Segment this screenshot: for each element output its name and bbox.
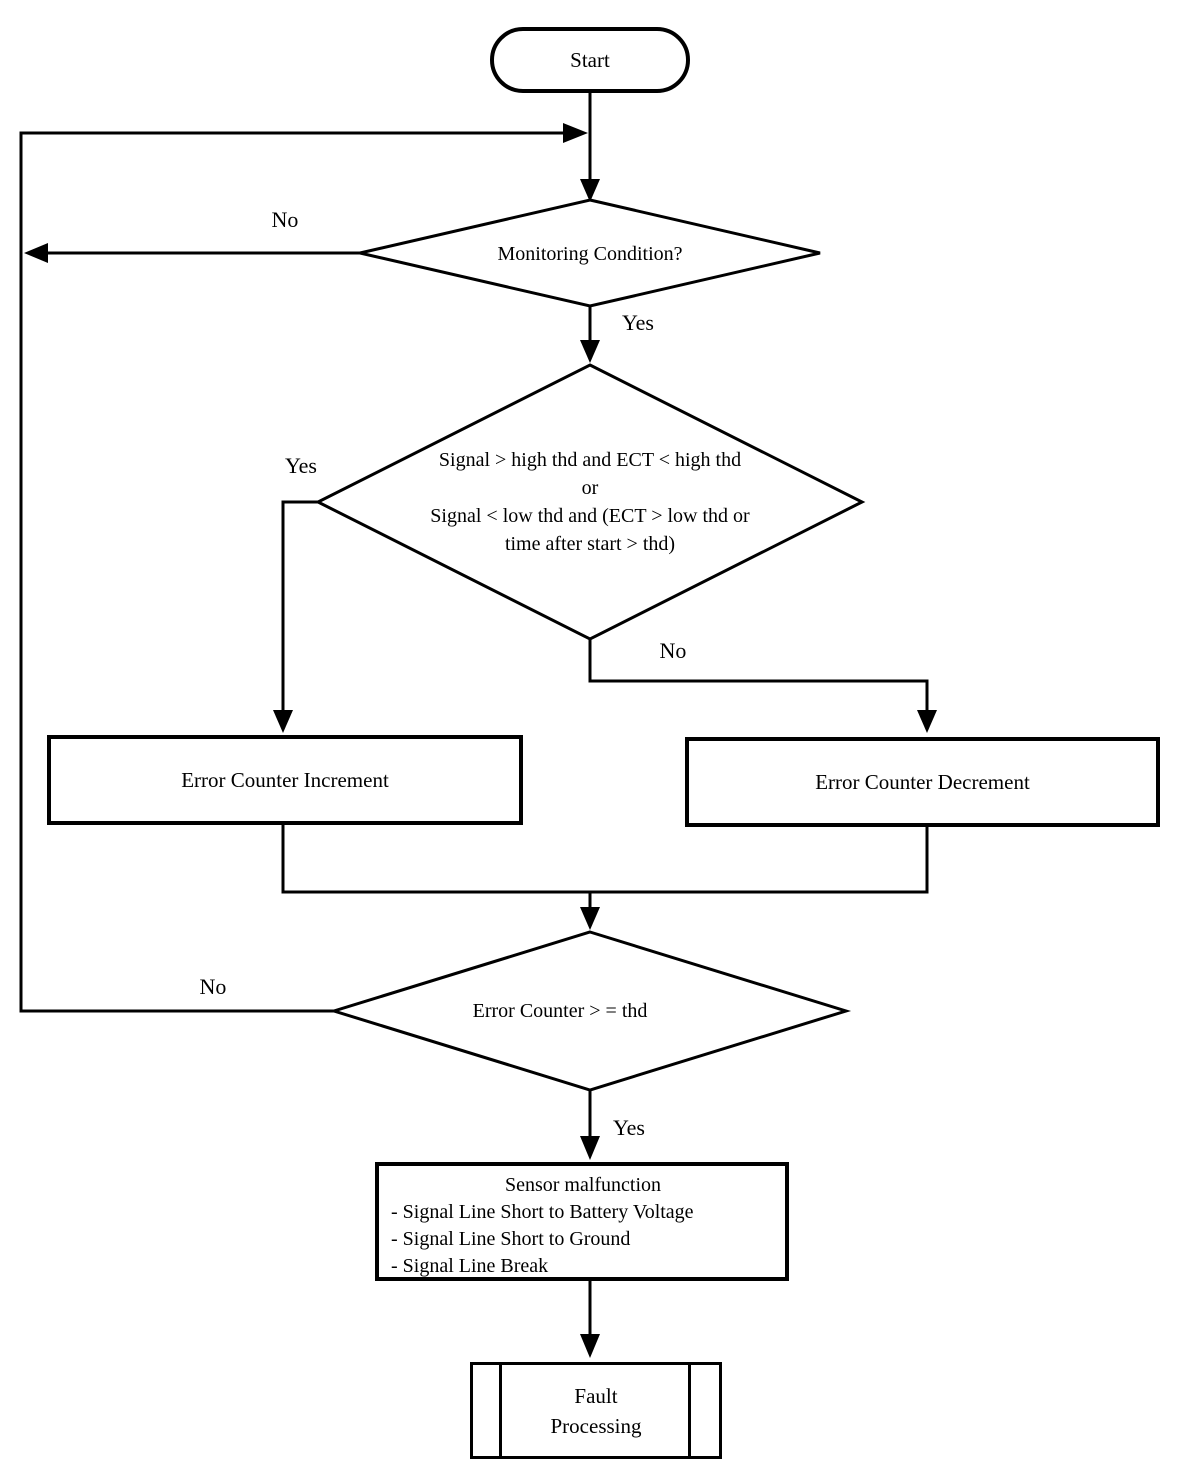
sensor-malfunction-item-2: - Signal Line Short to Ground xyxy=(391,1228,631,1250)
sensor-malfunction-title: Sensor malfunction xyxy=(504,1174,662,1196)
arrowhead-into-counter-check xyxy=(580,907,600,930)
predefined-right-bar xyxy=(688,1365,691,1456)
arrowhead-monitoring-no xyxy=(24,243,48,263)
edge-label-monitoring-no: No xyxy=(271,207,299,232)
fault-processing-node: Fault Processing xyxy=(470,1362,722,1459)
arrowhead-into-decrement xyxy=(917,710,937,733)
arrowhead-into-increment xyxy=(273,710,293,733)
start-label: Start xyxy=(570,47,610,72)
edge-label-signal-no: No xyxy=(659,638,687,663)
start-node: Start xyxy=(490,27,690,93)
error-counter-check-label: Error Counter > = thd xyxy=(472,1000,648,1022)
edge-signal-yes xyxy=(281,500,318,712)
error-counter-decrement-label: Error Counter Decrement xyxy=(815,769,1030,794)
signal-threshold-line-4: time after start > thd) xyxy=(504,533,676,555)
predefined-left-bar xyxy=(499,1365,502,1456)
edge-label-signal-yes: Yes xyxy=(284,453,317,478)
fault-processing-line-1: Fault xyxy=(574,1383,618,1408)
edge-label-counter-yes: Yes xyxy=(612,1115,645,1140)
sensor-malfunction-node: Sensor malfunction - Signal Line Short t… xyxy=(375,1162,789,1281)
error-counter-increment-label: Error Counter Increment xyxy=(181,767,389,792)
signal-threshold-line-2: or xyxy=(581,477,599,499)
decision-signal-threshold xyxy=(314,363,866,641)
edge-signal-no xyxy=(588,639,929,712)
arrowhead-into-sensor xyxy=(580,1136,600,1160)
arrowhead-into-signal-check xyxy=(580,340,600,363)
sensor-malfunction-item-1: - Signal Line Short to Battery Voltage xyxy=(391,1201,694,1223)
error-counter-increment-node: Error Counter Increment xyxy=(47,735,523,825)
sensor-malfunction-item-3: - Signal Line Break xyxy=(391,1255,549,1277)
error-counter-decrement-node: Error Counter Decrement xyxy=(685,737,1160,827)
signal-threshold-line-3: Signal < low thd and (ECT > low thd or xyxy=(430,505,750,527)
signal-threshold-line-1: Signal > high thd and ECT < high thd xyxy=(438,449,742,471)
edge-label-monitoring-yes: Yes xyxy=(621,310,654,335)
arrowhead-into-fault xyxy=(580,1334,600,1358)
edge-merge xyxy=(281,825,929,894)
fault-processing-line-2: Processing xyxy=(550,1413,642,1438)
arrowhead-feedback-into-spine xyxy=(563,123,588,143)
decision-monitoring-condition xyxy=(359,198,821,308)
edge-label-counter-no: No xyxy=(199,974,227,999)
arrowhead-into-monitoring xyxy=(580,179,600,202)
signal-threshold-label: Signal > high thd and ECT < high thd or … xyxy=(370,446,810,558)
decision-error-counter xyxy=(328,930,852,1092)
monitoring-condition-label: Monitoring Condition? xyxy=(497,243,683,265)
edge-feedback-loop xyxy=(19,131,564,1013)
